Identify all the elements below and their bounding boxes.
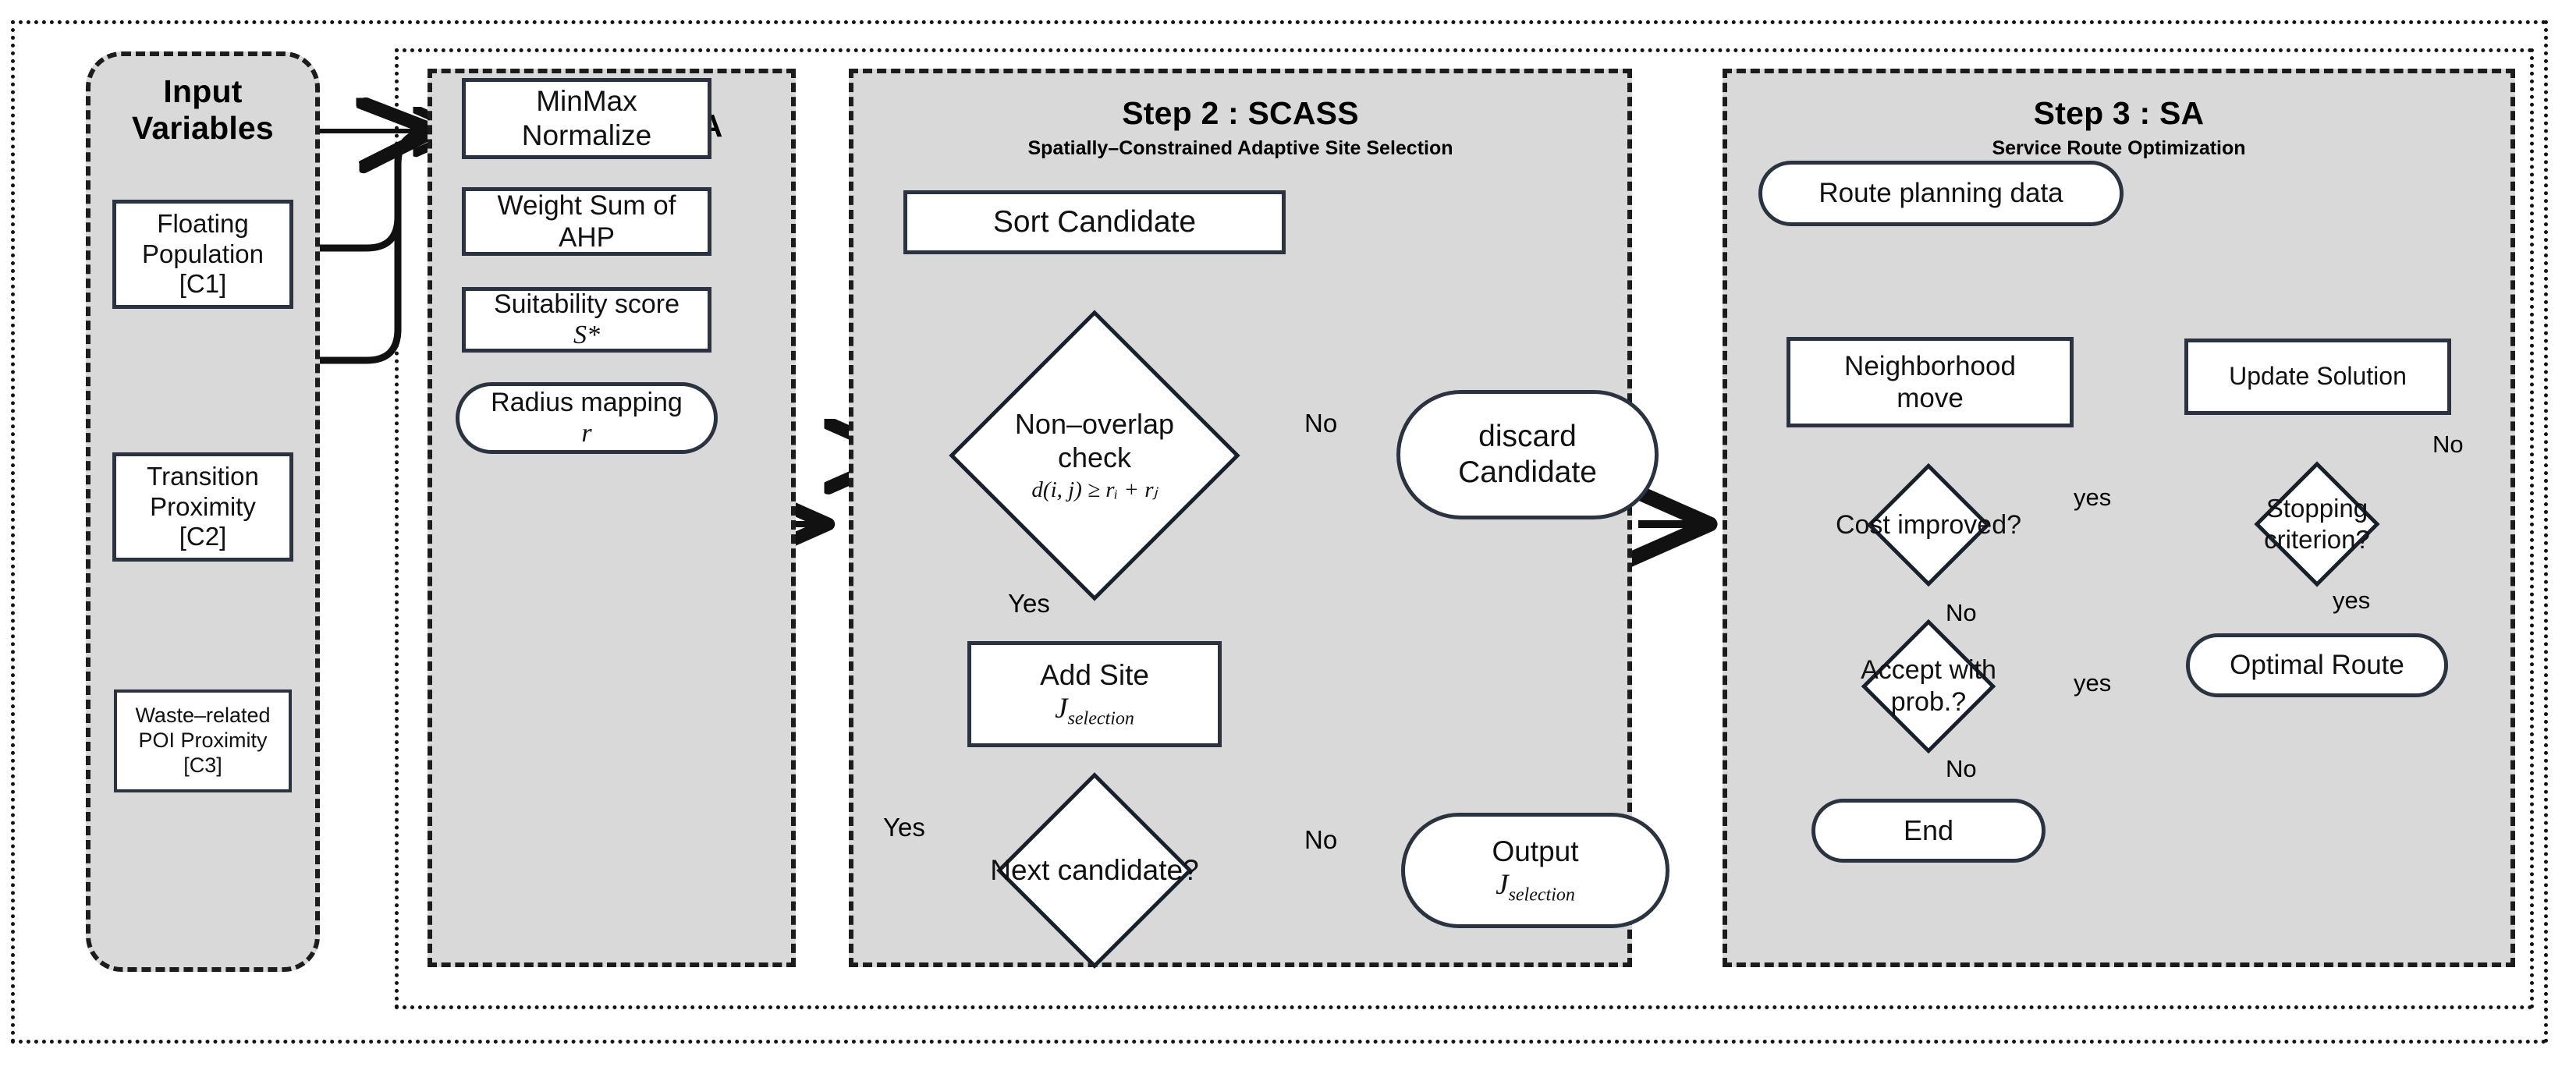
step3-title: Step 3 : SA [2033, 95, 2205, 131]
node-line-1: Radius mapping [491, 387, 683, 417]
node-line-1: Suitability score [493, 289, 680, 319]
node-line-1: discard [1478, 419, 1577, 453]
node-line-1: Add Site [1040, 658, 1149, 691]
add-site-subscript: selection [1067, 708, 1134, 729]
decision-line-1: Stopping [2266, 494, 2368, 523]
edge-label-cost-improved-yes: yes [2074, 484, 2112, 511]
input-panel-title: Input Variables [90, 73, 315, 146]
edge-label-nonoverlap-no: No [1304, 409, 1338, 438]
node-weight-sum-ahp[interactable]: Weight Sum of AHP [462, 187, 711, 256]
decision-line-2: prob.? [1890, 687, 1967, 717]
edge-label-stopping-no: No [2432, 431, 2464, 458]
decision-stopping-criterion[interactable]: Stopping criterion? [2177, 461, 2457, 587]
node-line-2: S* [573, 321, 600, 349]
node-output-jselection[interactable]: Output Jselection [1401, 813, 1669, 928]
node-line-2: Jselection [1055, 692, 1134, 730]
node-line-1: Transition [147, 461, 259, 491]
node-line-1: Weight Sum of [497, 190, 676, 221]
node-update-solution[interactable]: Update Solution [2184, 339, 2451, 415]
node-route-planning-data[interactable]: Route planning data [1758, 161, 2124, 226]
decision-line-2: check [1057, 441, 1132, 474]
node-line-3: [C1] [179, 269, 227, 299]
node-transition-proximity[interactable]: Transition Proximity [C2] [112, 452, 293, 562]
node-line-1: Waste–related [135, 704, 271, 728]
decision-formula: d(i, j) ≥ rᵢ + rⱼ [1031, 477, 1158, 503]
step2-subtitle: Spatially–Constrained Adaptive Site Sele… [1027, 137, 1453, 159]
add-site-j: J [1055, 693, 1068, 725]
edge-label-accept-no: No [1946, 755, 1977, 782]
output-subscript: selection [1508, 884, 1575, 906]
node-line-2: Population [142, 239, 264, 268]
decision-cost-improved[interactable]: Cost improved? [1788, 463, 2069, 587]
step2-title: Step 2 : SCASS [1122, 95, 1359, 131]
node-neighborhood-move[interactable]: Neighborhood move [1787, 337, 2074, 427]
node-suitability-score[interactable]: Suitability score S* [462, 287, 711, 353]
decision-line-1: Accept with [1861, 655, 1996, 686]
decision-accept-with-prob[interactable]: Accept with prob.? [1788, 619, 2069, 754]
decision-non-overlap-check[interactable]: Non–overlap check d(i, j) ≥ rᵢ + rⱼ [896, 310, 1293, 601]
step3-subtitle: Service Route Optimization [1992, 137, 2246, 159]
node-line-2: Normalize [521, 119, 652, 151]
decision-next-candidate[interactable]: Next candidate? [896, 772, 1293, 969]
node-line-3: [C3] [183, 753, 222, 777]
node-line-1: Route planning data [1818, 178, 2063, 209]
node-line-2: POI Proximity [138, 728, 268, 753]
node-line-1: Optimal Route [2230, 650, 2404, 681]
decision-line-2: criterion? [2264, 525, 2370, 554]
node-line-1: Neighborhood [1844, 350, 2016, 381]
node-floating-population[interactable]: Floating Population [C1] [112, 200, 293, 309]
node-line-2: Candidate [1458, 456, 1597, 489]
edge-label-nonoverlap-yes: Yes [1008, 589, 1050, 618]
edge-label-cost-improved-no: No [1946, 599, 1977, 626]
edge-label-stopping-yes: yes [2333, 587, 2371, 614]
edge-label-next-candidate-no: No [1304, 825, 1338, 854]
decision-line-1: Cost improved? [1835, 509, 2022, 540]
node-sort-candidate[interactable]: Sort Candidate [903, 190, 1286, 254]
edge-label-accept-yes: yes [2074, 669, 2112, 697]
node-waste-related-poi-proximity[interactable]: Waste–related POI Proximity [C3] [114, 689, 292, 792]
input-title-line2: Variables [132, 109, 274, 146]
node-line-2: r [581, 419, 592, 448]
node-optimal-route[interactable]: Optimal Route [2186, 633, 2448, 697]
node-line-2: move [1897, 383, 1964, 413]
node-line-1: Floating [157, 208, 249, 238]
outer-dotted-frame [11, 20, 2548, 1044]
node-line-2: Proximity [150, 491, 256, 521]
decision-line-1: Non–overlap [1014, 407, 1175, 440]
node-line-1: End [1903, 814, 1954, 846]
node-add-site[interactable]: Add Site Jselection [967, 641, 1222, 747]
node-line-1: Sort Candidate [992, 204, 1197, 239]
node-line-1: MinMax [536, 85, 637, 118]
node-line-2: AHP [559, 222, 615, 253]
node-line-3: [C2] [179, 522, 227, 551]
node-radius-mapping[interactable]: Radius mapping r [456, 382, 718, 454]
node-line-2: Jselection [1496, 868, 1575, 906]
output-j: J [1496, 869, 1509, 902]
node-discard-candidate[interactable]: discard Candidate [1396, 390, 1659, 519]
inner-dotted-frame [395, 48, 2534, 1009]
edge-label-next-candidate-yes: Yes [883, 813, 925, 842]
input-title-line1: Input [163, 73, 243, 109]
node-minmax-normalize[interactable]: MinMax Normalize [462, 78, 711, 159]
decision-line-1: Next candidate? [990, 853, 1199, 886]
node-end[interactable]: End [1811, 799, 2046, 863]
node-line-1: Update Solution [2229, 362, 2407, 391]
node-line-1: Output [1492, 835, 1579, 867]
